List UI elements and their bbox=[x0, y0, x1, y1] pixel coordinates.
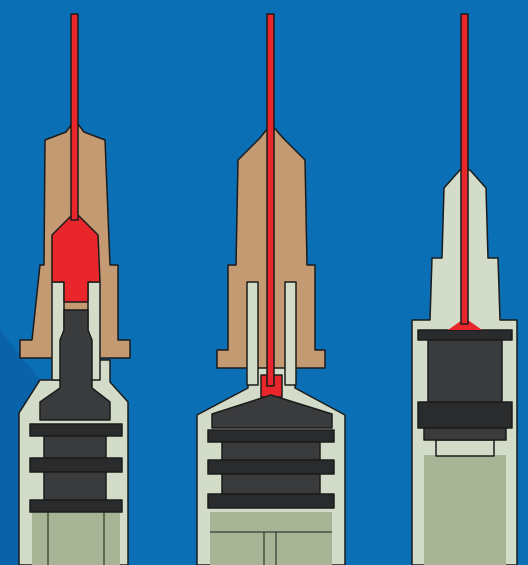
plunger-body-right bbox=[428, 340, 502, 402]
needle-left bbox=[71, 14, 78, 220]
barrel-inner-middle bbox=[210, 512, 332, 565]
barrel-inner-left bbox=[32, 505, 120, 565]
plunger-ring-middle-2 bbox=[208, 460, 334, 474]
plunger-body-middle-2 bbox=[222, 474, 320, 494]
plunger-ring-left-1 bbox=[30, 424, 122, 436]
plunger-body-middle bbox=[222, 442, 320, 460]
plunger-top-right bbox=[418, 330, 512, 340]
plunger-ring-left-3 bbox=[30, 500, 122, 512]
needle-middle bbox=[267, 14, 274, 386]
plunger-base-right bbox=[424, 428, 506, 440]
barrel-inner-right bbox=[424, 455, 506, 565]
plunger-ring-middle-3 bbox=[208, 494, 334, 508]
plunger-ring-right bbox=[418, 402, 512, 428]
plunger-body-left-2 bbox=[44, 472, 106, 500]
plunger-ring-left-2 bbox=[30, 458, 122, 472]
plunger-ring-middle-1 bbox=[208, 430, 334, 442]
needle-right bbox=[461, 14, 468, 324]
plunger-body-left bbox=[44, 436, 106, 458]
